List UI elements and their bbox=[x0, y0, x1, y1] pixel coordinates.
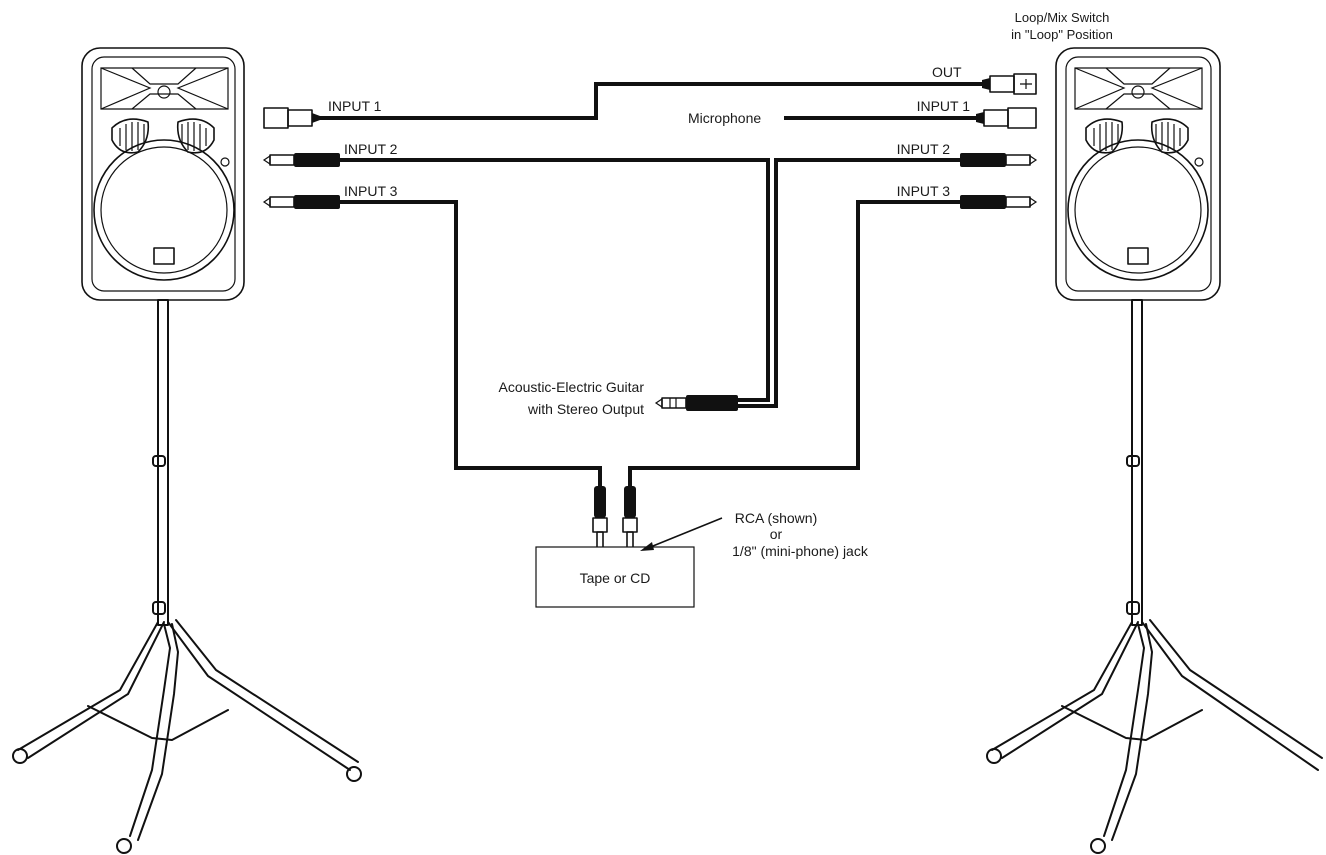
phone-plug-left-input3 bbox=[262, 195, 340, 209]
switch-label-line1: Loop/Mix Switch bbox=[1015, 10, 1110, 25]
rca-plug-left bbox=[592, 486, 608, 549]
cable-left-input3-to-rca bbox=[338, 200, 602, 488]
cables bbox=[318, 82, 990, 488]
right-input2-label: INPUT 2 bbox=[897, 141, 951, 157]
right-speaker-port-left bbox=[1085, 118, 1124, 154]
right-input3-label: INPUT 3 bbox=[897, 183, 951, 199]
left-speaker-port-left bbox=[111, 118, 150, 154]
rca-arrow bbox=[640, 517, 723, 551]
cable-left-input1-to-out bbox=[318, 82, 990, 120]
right-speaker bbox=[1055, 47, 1221, 301]
xlr-connector-right-input1 bbox=[976, 107, 1037, 129]
left-input1-label: INPUT 1 bbox=[328, 98, 382, 114]
microphone-label: Microphone bbox=[688, 110, 761, 126]
phone-plug-right-input2 bbox=[960, 153, 1038, 167]
cable-left-input2-to-guitar bbox=[338, 158, 770, 402]
xlr-connector-left-input1 bbox=[263, 107, 320, 129]
rca-label-line2: or bbox=[770, 526, 783, 542]
rca-label-line3: 1/8" (mini-phone) jack bbox=[732, 543, 869, 559]
switch-label-line2: in "Loop" Position bbox=[1011, 27, 1113, 42]
right-speaker-port-right bbox=[1150, 118, 1189, 154]
cable-right-input2-to-guitar bbox=[738, 158, 962, 408]
left-input2-label: INPUT 2 bbox=[344, 141, 398, 157]
left-speaker bbox=[81, 47, 245, 301]
tape-cd-label: Tape or CD bbox=[580, 570, 651, 586]
xlr-connector-out bbox=[982, 73, 1037, 95]
left-speaker-stand bbox=[12, 299, 362, 854]
right-speaker-stand bbox=[986, 299, 1323, 854]
cable-right-input3-to-rca bbox=[628, 200, 962, 488]
rca-label-line1: RCA (shown) bbox=[735, 510, 817, 526]
guitar-label-line1: Acoustic-Electric Guitar bbox=[499, 379, 645, 395]
phone-plug-left-input2 bbox=[262, 153, 340, 167]
phone-plug-right-input3 bbox=[960, 195, 1038, 209]
right-input1-label: INPUT 1 bbox=[917, 98, 971, 114]
guitar-label-line2: with Stereo Output bbox=[527, 401, 644, 417]
left-input3-label: INPUT 3 bbox=[344, 183, 398, 199]
left-speaker-port-right bbox=[176, 118, 215, 154]
out-label: OUT bbox=[932, 64, 962, 80]
rca-plug-right bbox=[622, 486, 638, 549]
stereo-plug-guitar bbox=[654, 395, 738, 411]
tape-cd-box bbox=[535, 546, 695, 608]
